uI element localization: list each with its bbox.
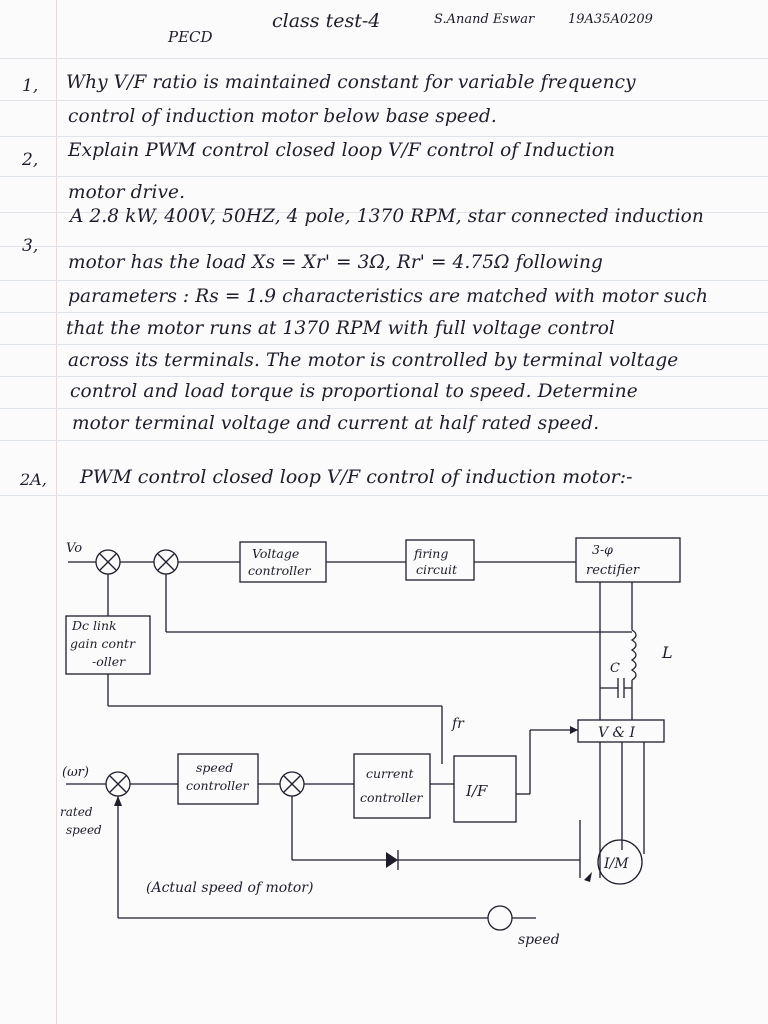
inductor-coil [630, 629, 637, 681]
voltage-controller-label: controller [248, 563, 311, 578]
rectifier-block [575, 537, 681, 583]
diode-triangle [386, 852, 398, 868]
question-3-line: control and load torque is proportional … [70, 381, 638, 402]
question-3-line: motor has the load Xs = Xr' = 3Ω, Rr' = … [68, 252, 603, 273]
ruled-line [0, 312, 768, 313]
ruled-line [0, 344, 768, 345]
rated-speed-label: rated [60, 805, 93, 819]
margin-line [56, 0, 57, 1024]
ruled-line [0, 212, 768, 213]
inverter-label: I/F [465, 782, 488, 800]
summing-cross [157, 553, 175, 571]
speed-sensor-label: speed [518, 932, 560, 948]
question-3-line: A 2.8 kW, 400V, 50HZ, 4 pole, 1370 RPM, … [70, 206, 704, 227]
vo-label: Vo [66, 541, 82, 556]
speed-sensor [487, 905, 513, 931]
ruled-line [0, 100, 768, 101]
firing-circuit-label: circuit [416, 562, 458, 577]
vi-block-label: V & I [598, 725, 635, 741]
question-3-line: parameters : Rs = 1.9 characteristics ar… [68, 286, 708, 307]
ruled-line [0, 246, 768, 247]
question-2-line: Explain PWM control closed loop V/F cont… [68, 140, 615, 161]
ruled-line [0, 280, 768, 281]
voltage-controller-label: Voltage [252, 546, 299, 561]
summing-cross [109, 775, 127, 793]
inductor-label: L [661, 643, 673, 662]
question-1-line: control of induction motor below base sp… [68, 106, 497, 127]
question-1-line: Why V/F ratio is maintained constant for… [66, 72, 636, 93]
ruled-line [0, 136, 768, 137]
summing-cross [283, 775, 301, 793]
current-controller-label: controller [360, 790, 423, 805]
frequency-label: fr [451, 716, 465, 732]
induction-motor [597, 839, 643, 885]
roll-number: 19A35A0209 [568, 12, 653, 27]
speed-controller-label: speed [196, 760, 233, 775]
ruled-line [0, 408, 768, 409]
question-number: 2, [22, 150, 39, 170]
current-controller-label: current [366, 766, 414, 781]
wr-label: (ωr) [62, 765, 89, 780]
voltage-current-block [577, 719, 665, 743]
question-3-line: that the motor runs at 1370 RPM with ful… [66, 318, 615, 339]
speed-controller-label: controller [186, 778, 249, 793]
summing-cross [99, 553, 117, 571]
question-number: 3, [22, 236, 39, 256]
answer-number: 2A, [20, 470, 47, 489]
dc-link-label: Dc link [71, 618, 117, 633]
question-3-line: across its terminals. The motor is contr… [68, 350, 679, 371]
inverter-block [453, 755, 517, 823]
current-controller-block [353, 753, 431, 819]
rectifier-label: rectifier [586, 563, 640, 578]
firing-circuit-label: firing [413, 546, 448, 561]
rated-speed-label: speed [66, 823, 102, 837]
block-diagram: Vo Voltage controller firing circuit 3-φ… [60, 537, 681, 948]
ruled-line [0, 58, 768, 59]
question-number: 1, [22, 76, 39, 96]
test-title: class test-4 [272, 10, 381, 32]
question-2-line: motor drive. [68, 182, 186, 203]
answer-title: PWM control closed loop V/F control of i… [80, 466, 633, 488]
student-name: S.Anand Eswar [434, 12, 535, 27]
ruled-line [0, 495, 768, 496]
actual-speed-label: (Actual speed of motor) [146, 880, 313, 896]
motor-label: I/M [603, 856, 629, 872]
arrowhead [584, 872, 592, 882]
question-3-line: motor terminal voltage and current at ha… [72, 413, 600, 434]
capacitor-label: C [610, 661, 620, 676]
ruled-line [0, 176, 768, 177]
subject-code: PECD [168, 28, 213, 46]
dc-link-label: gain contr [70, 636, 136, 651]
firing-circuit-block [405, 539, 475, 581]
arrowhead [570, 726, 578, 734]
ruled-line [0, 376, 768, 377]
speed-controller-block [177, 753, 259, 805]
rectifier-label: 3-φ [592, 542, 613, 557]
dc-link-label: -oller [92, 654, 126, 669]
arrowhead [114, 796, 122, 806]
ruled-line [0, 440, 768, 441]
